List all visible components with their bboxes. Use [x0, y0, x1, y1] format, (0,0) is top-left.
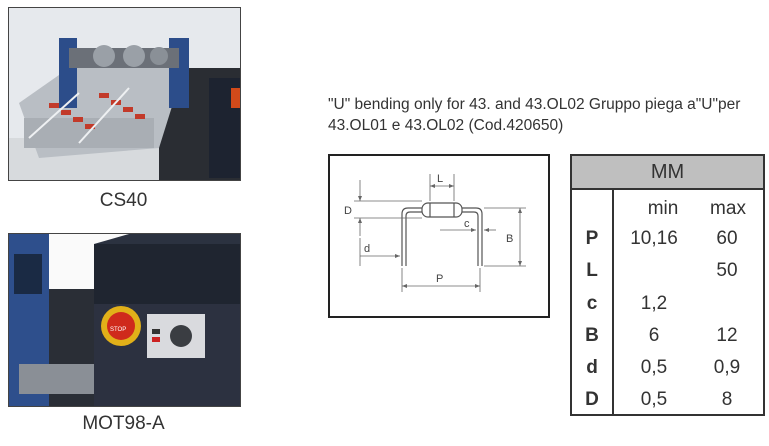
table-row: P 10,16 60 — [572, 228, 763, 261]
column-min-header: min — [647, 198, 679, 219]
dim-label-b: B — [506, 233, 513, 245]
row-min-value: 10,16 — [630, 228, 678, 249]
specs-unit-header: MM — [572, 156, 763, 190]
row-min-value: 0,5 — [640, 357, 668, 378]
row-symbol: d — [586, 357, 598, 378]
stop-label: STOP — [110, 327, 126, 333]
row-max-value: 0,9 — [713, 357, 741, 378]
row-max-value: 60 — [716, 228, 738, 249]
u-bend-technical-drawing: L D c B d P — [328, 154, 550, 318]
dim-label-d-upper: D — [344, 205, 352, 217]
mot98a-caption: MOT98-A — [82, 413, 165, 434]
column-max-header: max — [710, 198, 746, 219]
row-min-value: 0,5 — [640, 389, 668, 410]
table-row: D 0,5 8 — [572, 389, 763, 422]
mot98a-photo: STOP — [8, 233, 241, 407]
mot98a-machine-illustration: STOP — [9, 234, 240, 406]
dim-label-d-lower: d — [364, 243, 370, 255]
table-row: L 50 — [572, 260, 763, 293]
table-row: B 6 12 — [572, 325, 763, 358]
table-row: d 0,5 0,9 — [572, 357, 763, 390]
row-max-value: 8 — [721, 389, 733, 410]
cs40-machine-illustration — [9, 8, 240, 180]
table-divider — [612, 190, 614, 414]
row-symbol: L — [586, 260, 598, 281]
dim-label-p: P — [436, 273, 443, 285]
cs40-photo — [8, 7, 241, 181]
row-max-value: 50 — [716, 260, 738, 281]
dimension-specs-table: MM min max P 10,16 60 L 50 c 1,2 B 6 12 … — [570, 154, 765, 416]
row-min-value: 6 — [648, 325, 660, 346]
cs40-caption: CS40 — [99, 190, 148, 211]
dim-label-l: L — [437, 173, 443, 185]
row-symbol: P — [585, 228, 599, 249]
row-symbol: c — [586, 293, 598, 314]
row-min-value: 1,2 — [640, 293, 668, 314]
row-symbol: B — [585, 325, 599, 346]
bending-description: "U" bending only for 43. and 43.OL02 Gru… — [328, 96, 741, 134]
dim-label-c: c — [464, 218, 470, 230]
row-symbol: D — [585, 389, 599, 410]
row-max-value: 12 — [716, 325, 738, 346]
table-row: c 1,2 — [572, 293, 763, 326]
